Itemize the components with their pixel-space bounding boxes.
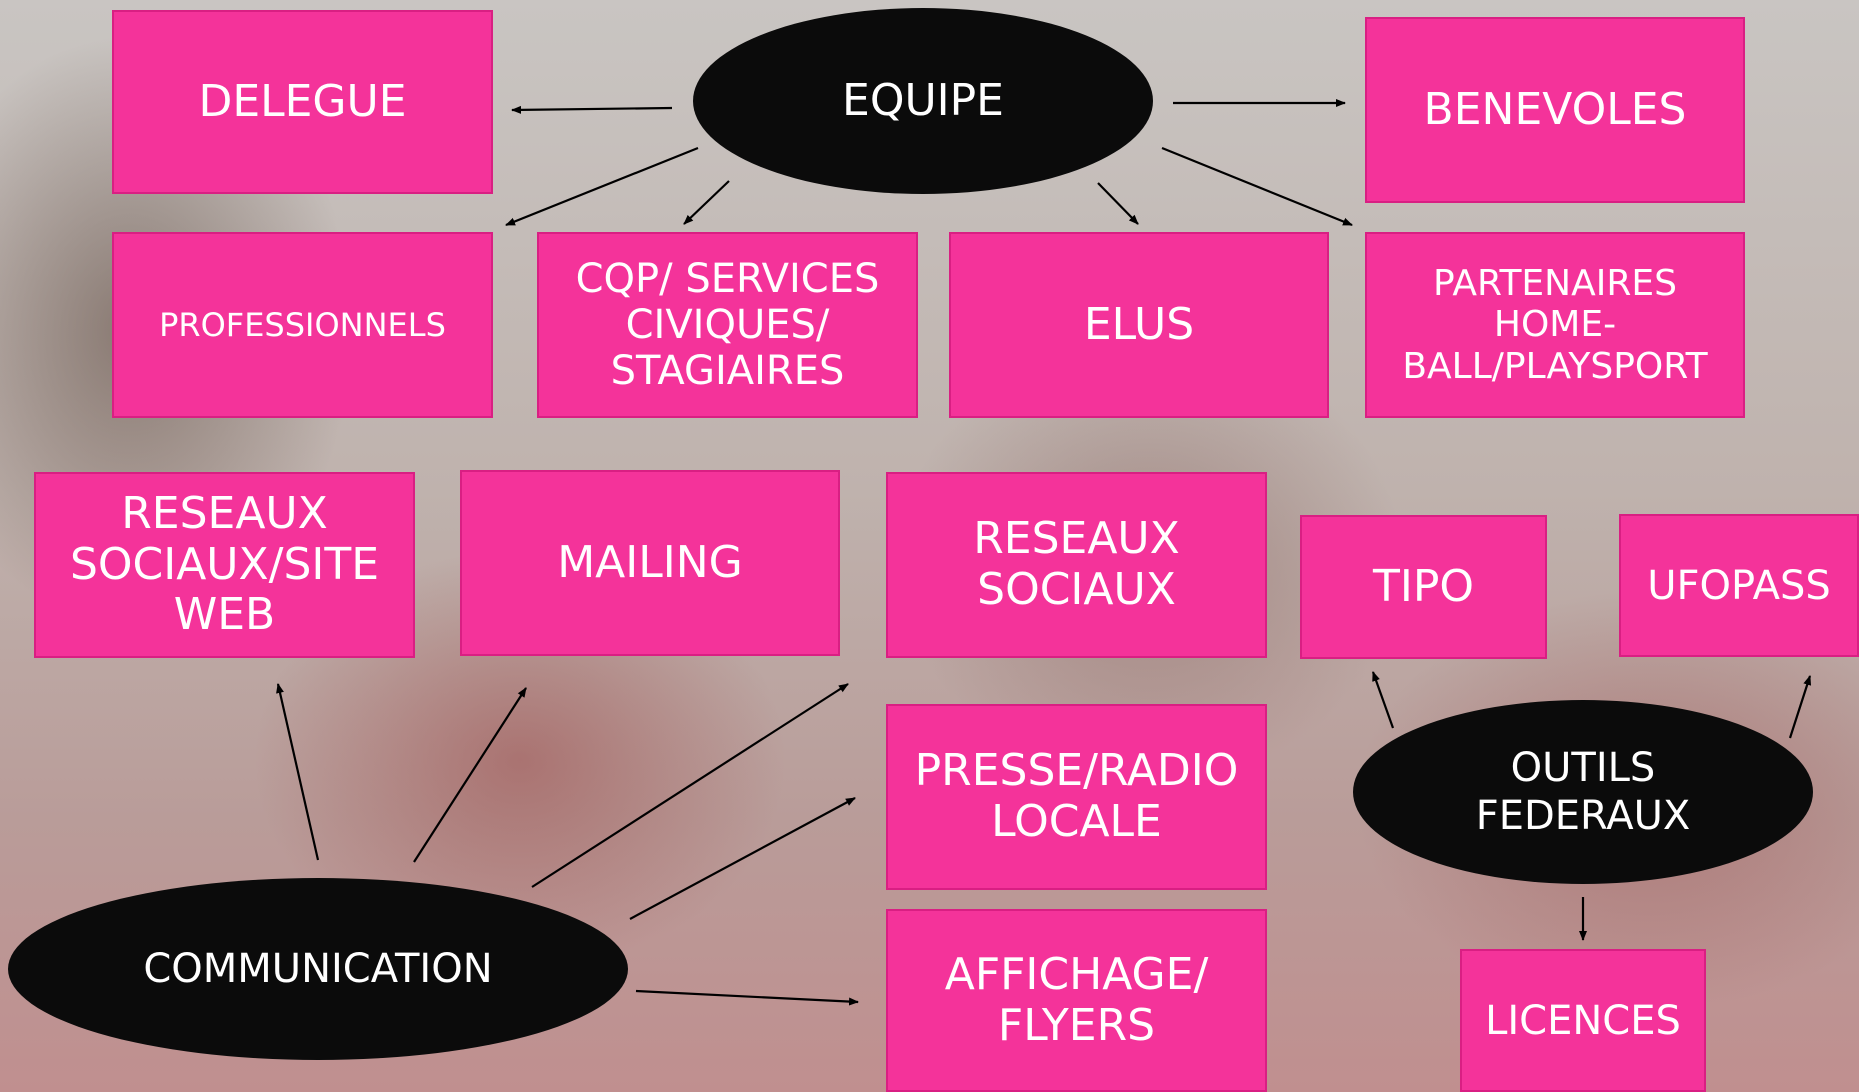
arrow-equipe-delegue	[511, 105, 673, 114]
arrow-equipe-cqp	[683, 180, 730, 225]
arrow-communication-mailing	[413, 687, 527, 863]
licences-label: LICENCES	[1485, 997, 1681, 1044]
delegue-box: DELEGUE	[112, 10, 493, 194]
outils-federaux-node: OUTILS FEDERAUX	[1353, 700, 1813, 884]
benevoles-label: BENEVOLES	[1423, 83, 1687, 135]
benevoles-box: BENEVOLES	[1365, 17, 1745, 203]
arrow-communication-reseaux	[531, 683, 849, 888]
ufopass-label: UFOPASS	[1647, 562, 1831, 609]
equipe-label: EQUIPE	[842, 74, 1004, 126]
elus-box: ELUS	[949, 232, 1329, 418]
partenaires-label: PARTENAIRES HOME-BALL/PLAYSPORT	[1402, 262, 1708, 387]
professionnels-label: PROFESSIONNELS	[159, 305, 446, 344]
elus-label: ELUS	[1083, 298, 1195, 350]
cqp-box: CQP/ SERVICES CIVIQUES/ STAGIAIRES	[537, 232, 918, 418]
arrow-communication-presse	[629, 797, 856, 920]
arrow-equipe-partenaires	[1161, 146, 1353, 227]
equipe-node: EQUIPE	[693, 8, 1153, 194]
affichage-flyers-box: AFFICHAGE/ FLYERS	[886, 909, 1267, 1092]
reseaux-sociaux-box: RESEAUX SOCIAUX	[886, 472, 1267, 658]
delegue-label: DELEGUE	[198, 75, 407, 127]
licences-box: LICENCES	[1460, 949, 1706, 1092]
mailing-label: MAILING	[557, 536, 743, 588]
arrow-outils-tipo	[1371, 671, 1395, 729]
arrow-equipe-elus	[1097, 182, 1139, 225]
tipo-box: TIPO	[1300, 515, 1547, 659]
arrow-equipe-professionnels	[505, 146, 699, 227]
presse-radio-label: PRESSE/RADIO LOCALE	[914, 745, 1239, 847]
mailing-box: MAILING	[460, 470, 840, 656]
tipo-label: TIPO	[1372, 560, 1475, 612]
professionnels-box: PROFESSIONNELS	[112, 232, 493, 418]
communication-node: COMMUNICATION	[8, 878, 628, 1060]
arrow-communication-affichage	[635, 989, 859, 1006]
reseaux-sociaux-site-box: RESEAUX SOCIAUX/SITE WEB	[34, 472, 415, 658]
outils-federaux-label: OUTILS FEDERAUX	[1475, 745, 1691, 839]
ufopass-box: UFOPASS	[1619, 514, 1859, 657]
communication-label: COMMUNICATION	[143, 946, 493, 992]
reseaux-sociaux-label: RESEAUX SOCIAUX	[973, 513, 1180, 615]
reseaux-sociaux-site-label: RESEAUX SOCIAUX/SITE WEB	[69, 488, 380, 641]
arrow-communication-reseaux-site	[276, 683, 320, 861]
arrow-outils-ufopass	[1788, 675, 1812, 739]
partenaires-box: PARTENAIRES HOME-BALL/PLAYSPORT	[1365, 232, 1745, 418]
cqp-label: CQP/ SERVICES CIVIQUES/ STAGIAIRES	[575, 256, 880, 394]
affichage-flyers-label: AFFICHAGE/ FLYERS	[944, 948, 1209, 1051]
presse-radio-box: PRESSE/RADIO LOCALE	[886, 704, 1267, 890]
